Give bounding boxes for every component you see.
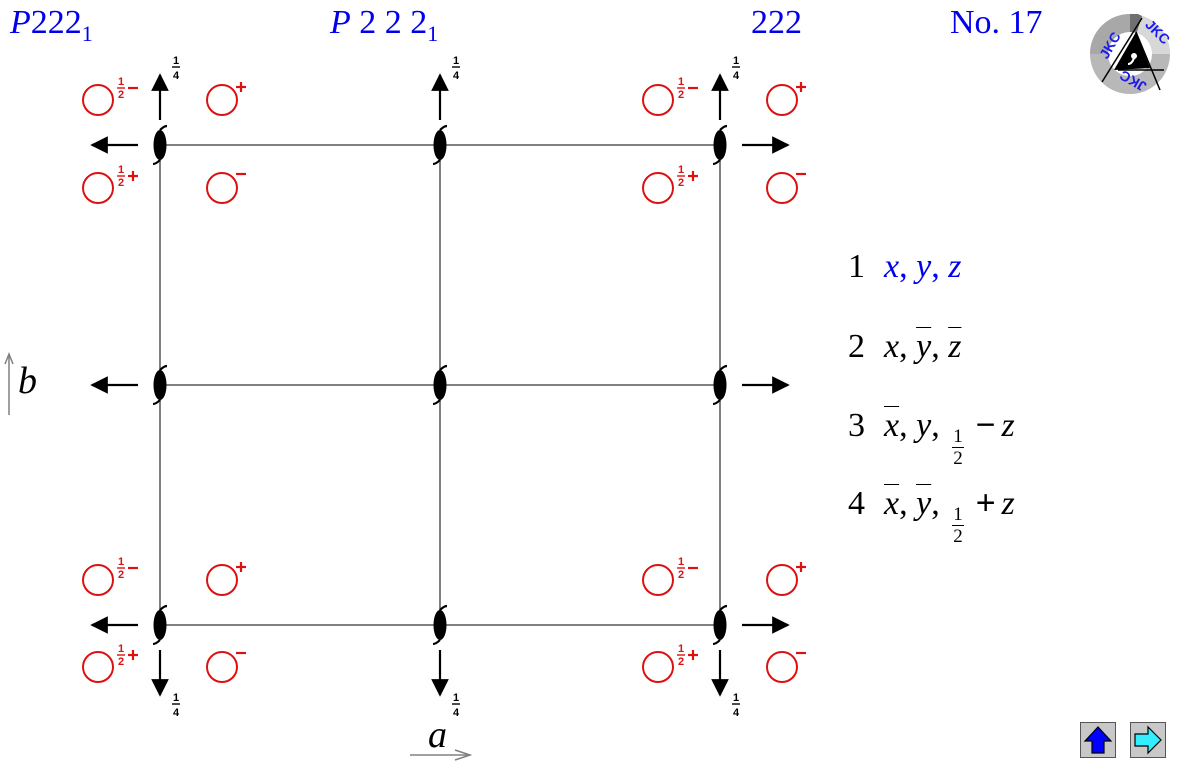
svg-text:4: 4 [733,70,740,82]
svg-text:2: 2 [678,177,684,189]
full-symbol-title: P2221 [10,4,93,46]
space-group-number: No. 17 [950,4,1043,41]
screw-axis-arrows [90,73,790,697]
a-axis-label: a [428,714,447,756]
svg-text:1: 1 [118,643,124,655]
svg-text:1: 1 [733,55,739,67]
symmetry-diagram: 14 14 14 14 14 14 12 12 12 12 [4,55,806,761]
svg-text:1: 1 [173,692,179,704]
point-group-title: 222 [751,4,802,41]
up-navigation-button[interactable] [1080,722,1116,758]
svg-text:4: 4 [453,707,460,719]
b-axis-label: b [18,360,37,402]
svg-text:1: 1 [118,76,124,88]
svg-text:1: 1 [118,164,124,176]
a-axis-arrow [410,749,473,761]
hermann-mauguin-title: P 2 2 21 [330,4,439,46]
svg-text:1: 1 [678,164,684,176]
svg-text:1: 1 [678,643,684,655]
svg-text:2: 2 [118,656,124,668]
svg-text:4: 4 [453,70,460,82]
svg-text:1: 1 [678,76,684,88]
svg-text:2: 2 [118,569,124,581]
svg-text:1: 1 [453,692,459,704]
svg-text:2: 2 [678,89,684,101]
svg-text:4: 4 [733,707,740,719]
svg-text:2: 2 [118,89,124,101]
svg-text:4: 4 [173,707,180,719]
next-navigation-button[interactable] [1130,722,1166,758]
up-arrow-icon [1083,726,1113,754]
svg-text:2: 2 [678,656,684,668]
svg-text:1: 1 [733,692,739,704]
b-axis-arrow [4,351,14,415]
svg-text:1: 1 [118,556,124,568]
svg-text:1: 1 [453,55,459,67]
svg-text:1: 1 [173,55,179,67]
height-labels: 1 4 1 4 1 4 1 4 1 4 1 4 [172,55,740,719]
svg-text:2: 2 [678,569,684,581]
svg-text:1: 1 [678,556,684,568]
position-labels: 12 12 12 12 12 12 12 12 [117,76,806,668]
svg-text:2: 2 [118,177,124,189]
svg-text:4: 4 [173,70,180,82]
jkc-logo[interactable]: JKC JKC JKC [1088,12,1173,96]
op2-coordinates: x, y, z [884,328,962,365]
op1-coordinates: x, y, z [884,248,962,285]
right-arrow-icon [1134,725,1162,755]
